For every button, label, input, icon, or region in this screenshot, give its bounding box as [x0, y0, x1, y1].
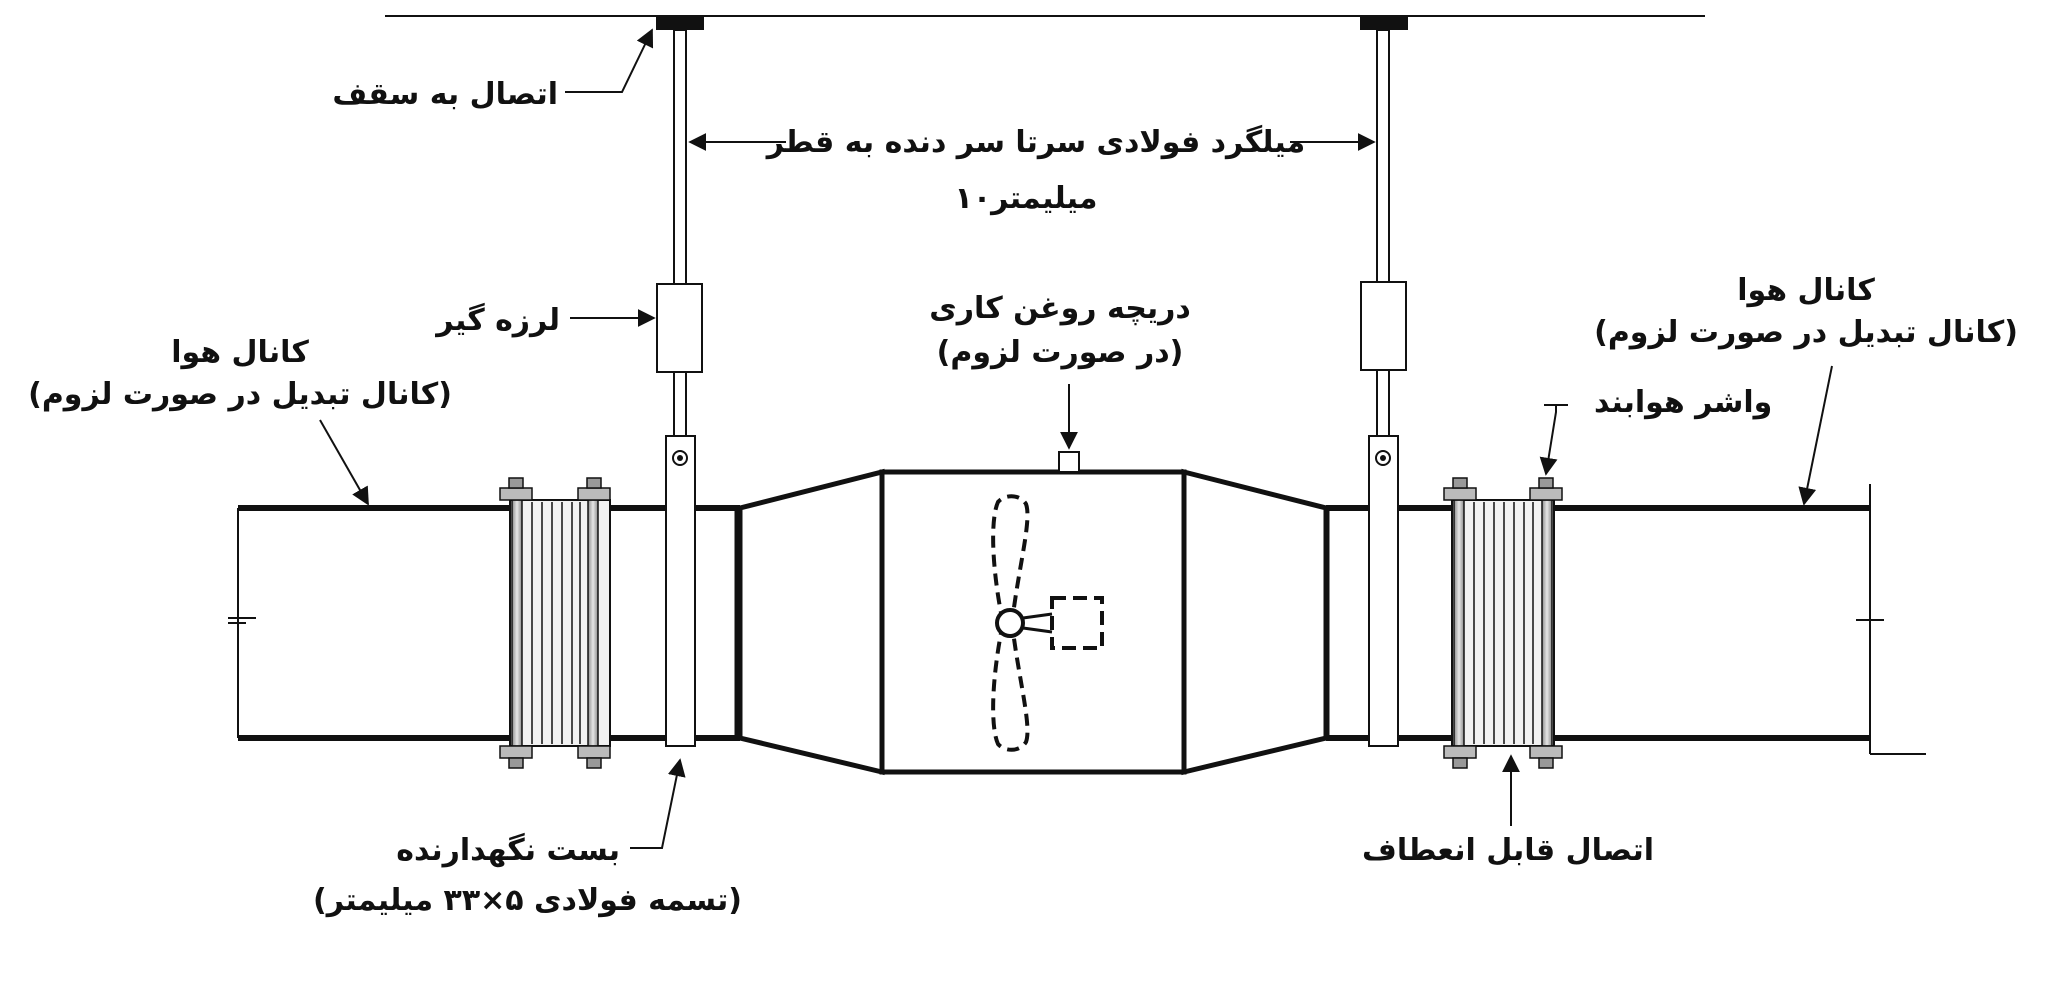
label-duct-right: کانال هوا	[1737, 273, 1875, 308]
actuator-box-icon	[1050, 596, 1104, 650]
label-duct-left-note: (کانال تبدیل در صورت لزوم)	[28, 377, 452, 412]
support-clamp-left	[665, 435, 696, 747]
label-flexible-joint: اتصال قابل انعطاف	[1362, 833, 1654, 868]
vibration-isolator-right	[1360, 281, 1407, 371]
label-support-clamp-spec: (تسمه فولادی ۵×۳۳ میلیمتر)	[313, 883, 742, 918]
transition-left	[737, 468, 885, 776]
duct-right	[1554, 484, 1926, 755]
label-support-clamp: بست نگهدارنده	[396, 832, 620, 868]
duct-left	[228, 505, 512, 741]
label-threaded-rod: میلگرد فولادی سرتا سر دنده به قطر	[765, 124, 1305, 160]
label-gasket: واشر هوابند	[1594, 385, 1772, 420]
label-duct-right-note: (کانال تبدیل در صورت لزوم)	[1594, 315, 2018, 350]
label-duct-left: کانال هوا	[171, 335, 309, 370]
support-clamp-right	[1368, 435, 1399, 747]
flexible-joint-left	[499, 477, 611, 769]
ceiling-anchor-right	[1360, 16, 1408, 30]
lubrication-port	[1058, 451, 1080, 473]
leader-lines	[319, 28, 1833, 849]
ceiling	[385, 15, 1705, 30]
label-lubrication-port: دریچه روغن کاری	[929, 291, 1191, 326]
label-ceiling-joint: اتصال به سقف	[332, 77, 558, 112]
butterfly-damper-icon	[991, 494, 1053, 752]
transition-right	[1181, 468, 1329, 776]
label-threaded-rod-diameter: ۱۰میلیمتر	[955, 181, 1098, 216]
fan-housing	[879, 469, 1187, 775]
label-vibration-isolator: لرزه گیر	[434, 302, 560, 338]
threaded-rod-right	[1376, 29, 1390, 439]
ceiling-anchor-left	[656, 16, 704, 30]
threaded-rod-left	[673, 29, 687, 439]
label-lubrication-port-note: (در صورت لزوم)	[937, 335, 1184, 370]
vibration-isolator-left	[656, 283, 703, 373]
flexible-joint-right	[1443, 477, 1563, 769]
